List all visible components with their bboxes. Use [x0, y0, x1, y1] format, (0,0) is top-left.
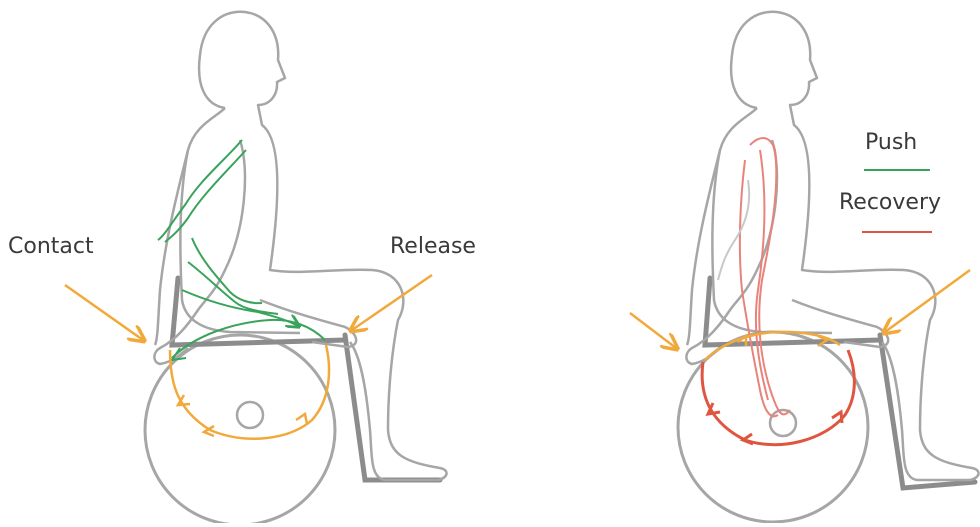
contact-label: Contact	[8, 234, 94, 259]
right-recovery-arm-ghost	[718, 180, 749, 280]
right-panel	[630, 12, 979, 522]
legend-recovery-label: Recovery	[839, 190, 941, 215]
right-contact-cycle	[705, 332, 840, 360]
left-wheel	[145, 335, 335, 523]
release-label: Release	[390, 234, 476, 259]
left-chair-frame	[172, 278, 440, 480]
contact-arrow	[65, 285, 143, 340]
right-recovery-loop	[702, 350, 854, 445]
right-wheel	[678, 332, 868, 522]
release-arrow	[352, 275, 432, 330]
right-recovery-arm-path	[740, 138, 790, 416]
left-wheel-hub	[237, 402, 263, 428]
legend-push-label: Push	[865, 130, 917, 155]
left-panel	[65, 12, 447, 523]
right-contact-arrow	[630, 313, 676, 348]
